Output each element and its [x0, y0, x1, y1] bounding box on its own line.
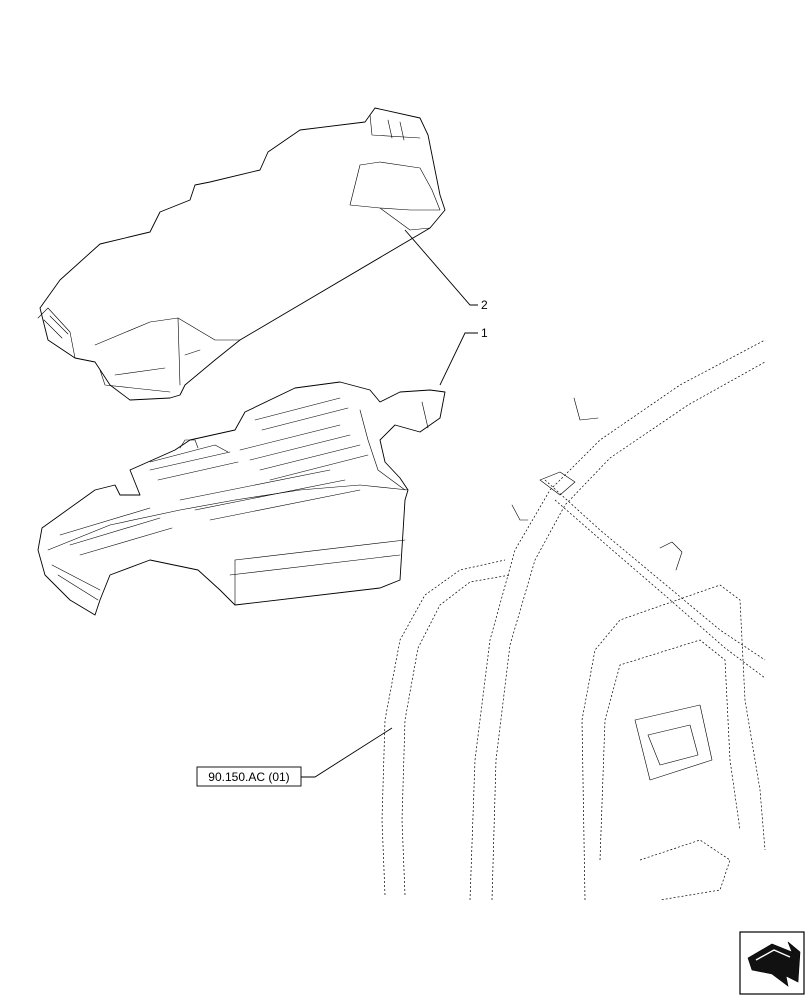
callout-2: 2 — [404, 229, 488, 312]
next-page-arrow-icon[interactable] — [739, 931, 805, 995]
callout-label-1: 1 — [481, 326, 488, 340]
cab-frame — [381, 339, 766, 901]
reference-link[interactable]: 90.150.AC (01) — [196, 727, 393, 787]
part-2-insulation — [37, 107, 446, 401]
callout-label-2: 2 — [481, 298, 488, 312]
part-1-floor-mat — [37, 381, 446, 616]
mat-ribs — [51, 397, 369, 601]
callout-1: 1 — [439, 326, 488, 386]
reference-label: 90.150.AC (01) — [208, 770, 289, 784]
